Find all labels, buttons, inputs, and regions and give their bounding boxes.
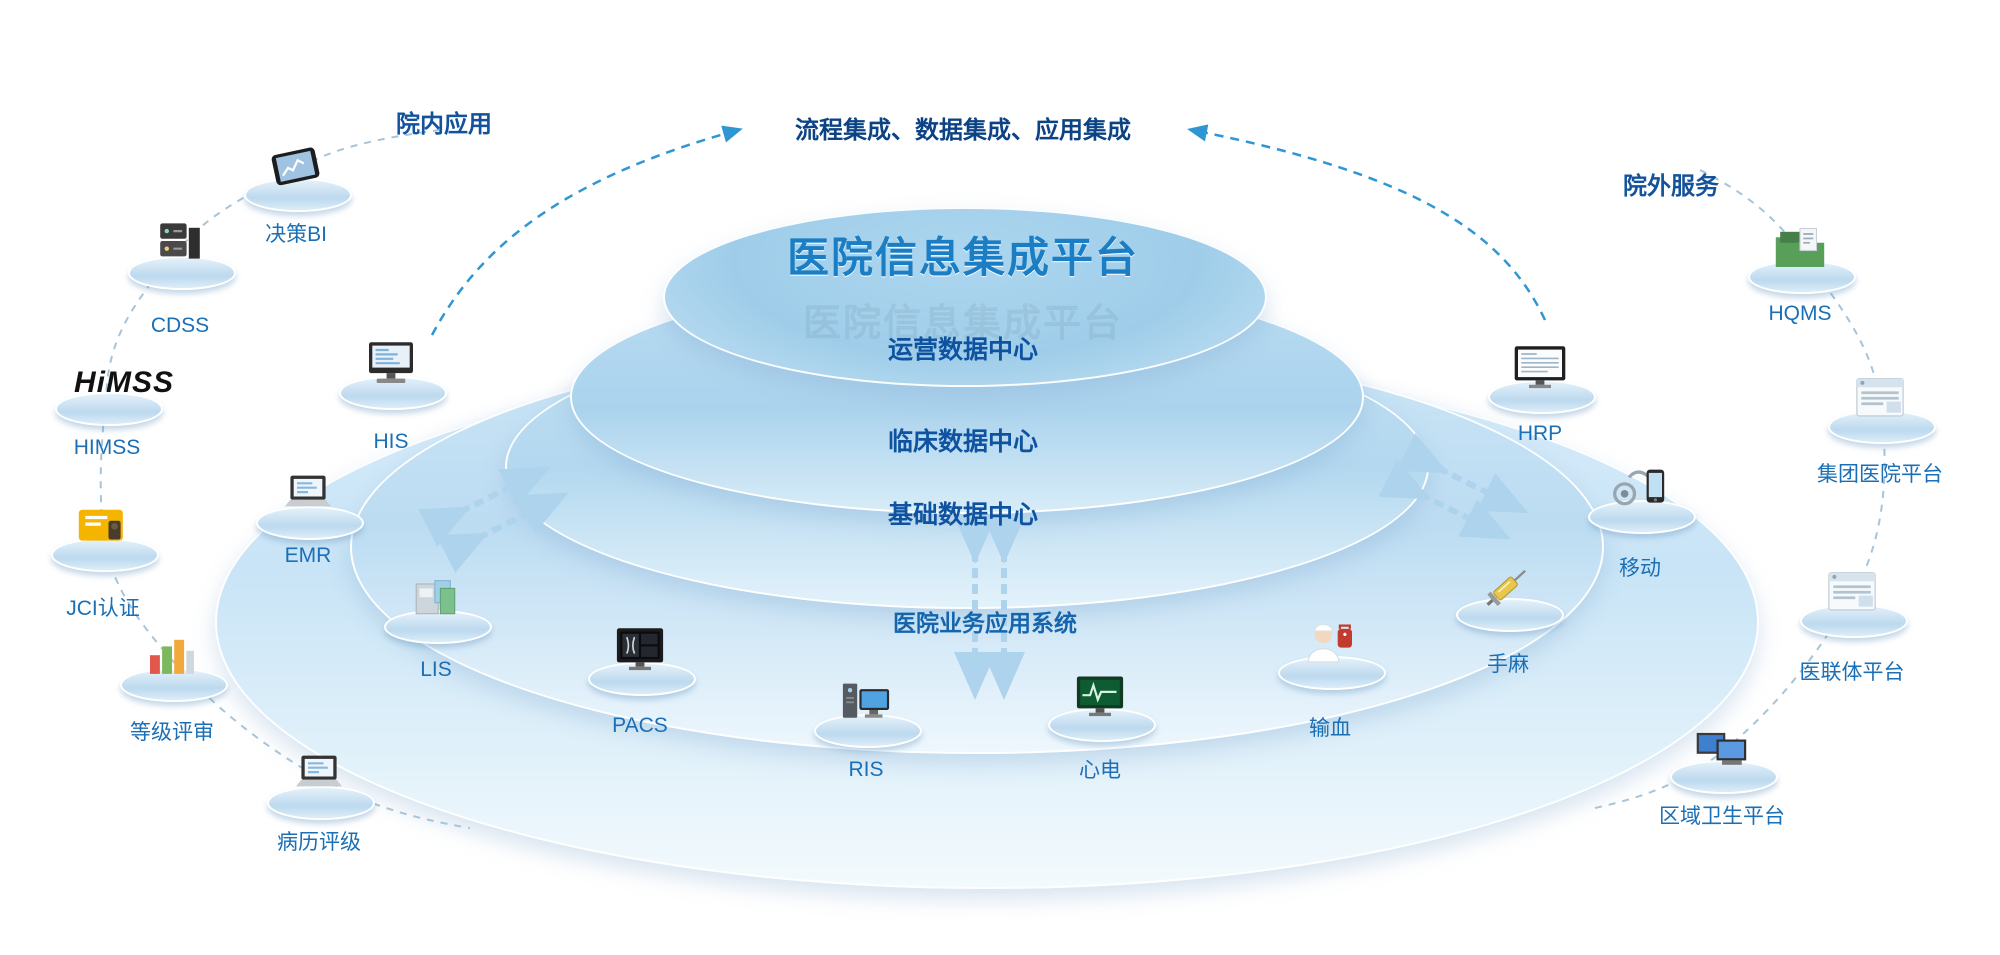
server-icon [147, 220, 213, 278]
node-label-regional-health: 区域卫生平台 [1659, 805, 1785, 828]
lab-box-icon [403, 574, 469, 632]
xray-monitor-icon [607, 626, 673, 684]
node-label-mobile: 移动 [1619, 557, 1661, 580]
node-label-alliance: 医联体平台 [1799, 661, 1905, 684]
browser-icon [1847, 374, 1913, 432]
node-label-ris: RIS [848, 758, 884, 781]
node-label-pacs: PACS [612, 714, 668, 737]
node-label-ecg: 心电 [1079, 759, 1121, 782]
node-label-decision-bi: 决策BI [265, 223, 327, 246]
node-label-his: HIS [373, 430, 409, 453]
tower-pc-icon [833, 678, 899, 736]
certificate-icon [70, 502, 136, 560]
tier-operations-data-center: 运营数据中心 [887, 336, 1039, 364]
node-label-record-rating: 病历评级 [277, 831, 361, 854]
tier-basic-data-center: 基础数据中心 [887, 501, 1039, 529]
integration-types-header: 流程集成、数据集成、应用集成 [795, 117, 1131, 144]
tablet-icon [263, 142, 329, 200]
node-label-hrp: HRP [1517, 422, 1563, 445]
node-label-emr: EMR [284, 544, 332, 567]
laptop-icon [275, 470, 341, 528]
node-label-hqms: HQMS [1768, 302, 1832, 325]
in-hospital-applications-header: 院内应用 [396, 111, 492, 138]
platform-disc-top [663, 207, 1267, 387]
node-label-anesthesia: 手麻 [1487, 653, 1529, 676]
browser-icon [1819, 568, 1885, 626]
platform-title-reflection: 医院信息集成平台 [802, 303, 1124, 345]
node-label-jci: JCI认证 [66, 597, 140, 620]
platform-title: 医院信息集成平台 [786, 234, 1140, 281]
stethoscope-phone-icon [1607, 464, 1673, 522]
node-pedestal [814, 714, 922, 748]
desktop-icon [358, 340, 424, 398]
node-label-blood: 输血 [1309, 717, 1351, 740]
out-of-hospital-services-header: 院外服务 [1623, 173, 1719, 200]
ecg-monitor-icon [1067, 672, 1133, 730]
business-application-systems-label: 医院业务应用系统 [893, 610, 1077, 636]
node-label-grade-review: 等级评审 [130, 721, 214, 744]
node-label-cdss: CDSS [150, 314, 210, 337]
node-label-lis: LIS [420, 658, 452, 681]
bar-chart-icon [139, 632, 205, 690]
node-label-himss: HIMSS [73, 436, 141, 459]
report-monitor-icon [1507, 344, 1573, 402]
node-label-group-hospital: 集团医院平台 [1817, 463, 1943, 486]
himss-logo-text: HiMSS [74, 366, 175, 399]
laptop-icon [286, 750, 352, 808]
dual-pc-icon [1689, 724, 1755, 782]
tier-clinical-data-center: 临床数据中心 [887, 428, 1039, 456]
syringe-icon [1475, 562, 1541, 620]
node-pedestal [1456, 598, 1564, 632]
folder-icon [1767, 224, 1833, 282]
nurse-blood-icon [1297, 620, 1363, 678]
himss-logo-icon: HiMSS [74, 366, 174, 400]
node-pedestal [1278, 656, 1386, 690]
